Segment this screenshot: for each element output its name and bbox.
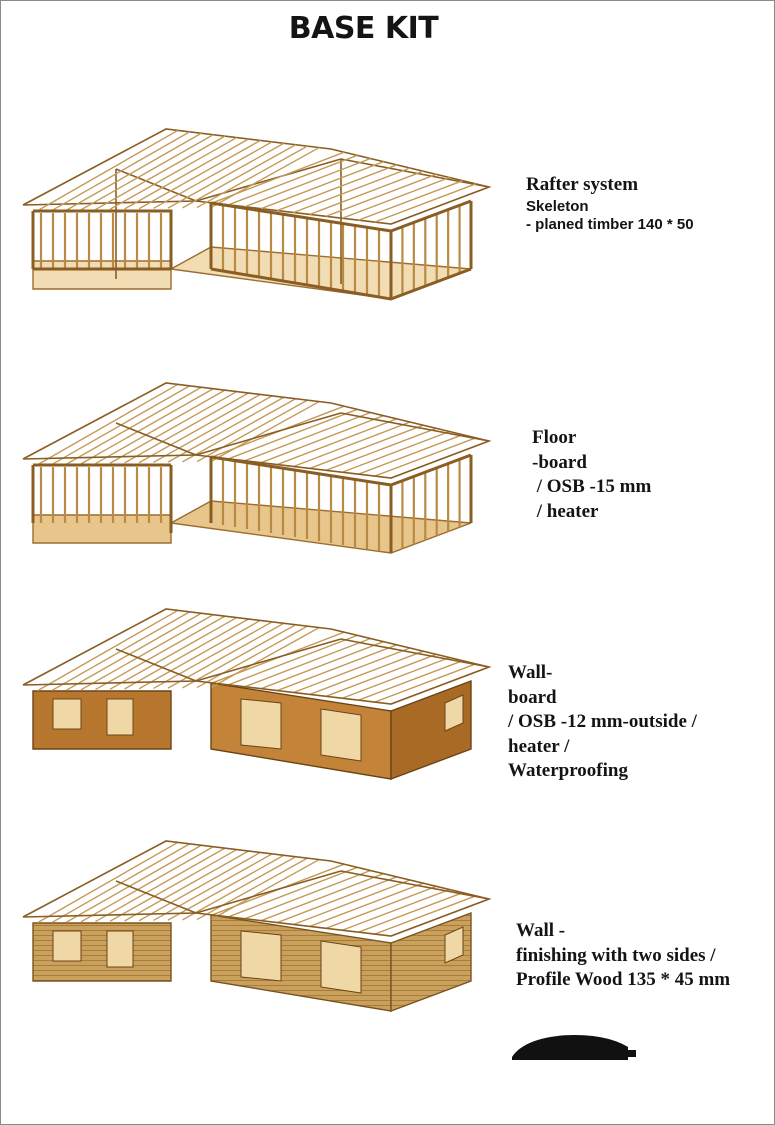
stage-2-caption: Floor -board / OSB -15 mm / heater: [532, 426, 651, 524]
page-title: BASE KIT: [288, 11, 439, 46]
stage-2-line-2: -board: [532, 451, 587, 473]
stage-4-line-1: Wall -: [516, 920, 566, 941]
stage-1-heading: Rafter system: [526, 174, 639, 195]
stage-3-wallboard-illustration: [11, 599, 501, 789]
stage-3-line-1: Wall-: [508, 662, 553, 683]
house-frame-drawing-4: [22, 840, 492, 1013]
stage-1-caption: Rafter system Skeleton - planed timber 1…: [526, 173, 694, 234]
stage-3-line-5: Waterproofing: [508, 760, 628, 781]
stage-1-detail-2: - planed timber 140 * 50: [526, 215, 694, 233]
stage-4-caption: Wall - finishing with two sides / Profil…: [516, 919, 730, 993]
stage-3-caption: Wall- board / OSB -12 mm-outside / heate…: [508, 661, 697, 784]
house-frame-drawing-1: [22, 128, 492, 301]
stage-2-line-3: / OSB -15 mm: [532, 476, 652, 497]
stage-3-line-2: board: [508, 686, 557, 708]
stage-1-detail-1: Skeleton: [526, 197, 589, 215]
stage-4-profile-wood-illustration: [11, 831, 501, 1021]
stage-2-line-4: / heater: [532, 500, 599, 522]
stage-4-line-3: Profile Wood 135 * 45 mm: [516, 969, 731, 990]
profile-shape-icon: [512, 1035, 636, 1060]
house-frame-drawing-2: [22, 382, 492, 554]
house-frame-drawing-3: [22, 608, 492, 781]
stage-3-line-3: / OSB -12 mm-outside /: [508, 711, 697, 732]
stage-2-floor-illustration: [11, 373, 501, 563]
profile-wood-cross-section: [510, 1033, 638, 1068]
stage-2-line-1: Floor: [532, 427, 577, 448]
stage-1-skeleton-illustration: [11, 119, 501, 309]
stage-3-line-4: heater /: [508, 735, 570, 757]
stage-4-line-2: finishing with two sides /: [516, 944, 716, 966]
